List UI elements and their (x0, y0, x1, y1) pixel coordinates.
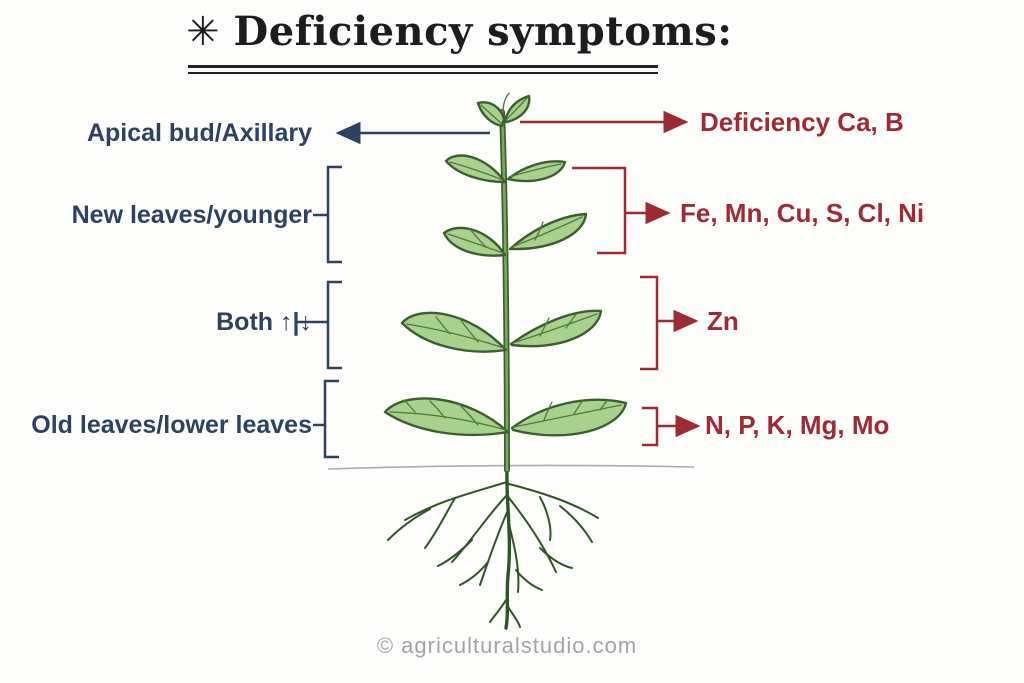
leaf-tier-2 (442, 212, 588, 257)
label-apical-bud: Apical bud/Axillary (86, 119, 312, 147)
title-double-underline (188, 65, 658, 74)
plant-stem (499, 109, 510, 473)
label-fe-mn-cu-s-cl-ni: Fe, Mn, Cu, S, Cl, Ni (680, 198, 925, 228)
title-text: Deficiency symptoms: (233, 8, 733, 55)
leaf-tier-1 (444, 154, 567, 184)
label-deficiency-ca-b: Deficiency Ca, B (700, 107, 904, 137)
roots-illustration (387, 468, 599, 630)
label-zn: Zn (707, 306, 739, 336)
apical-bud (476, 92, 531, 128)
label-n-p-k-mg-mo: N, P, K, Mg, Mo (705, 410, 890, 440)
asterisk-icon: ✳ (186, 9, 220, 55)
left-brackets (296, 165, 342, 459)
watermark: © agriculturalstudio.com (376, 633, 638, 658)
page-title: ✳ Deficiency symptoms: (186, 8, 732, 55)
right-brackets (572, 166, 701, 447)
leaf-tier-3 (400, 309, 603, 353)
label-old-leaves: Old leaves/lower leaves (31, 411, 312, 439)
ground-line (327, 464, 695, 470)
leaf-tier-4 (383, 397, 628, 437)
label-new-leaves: New leaves/younger (71, 201, 312, 229)
